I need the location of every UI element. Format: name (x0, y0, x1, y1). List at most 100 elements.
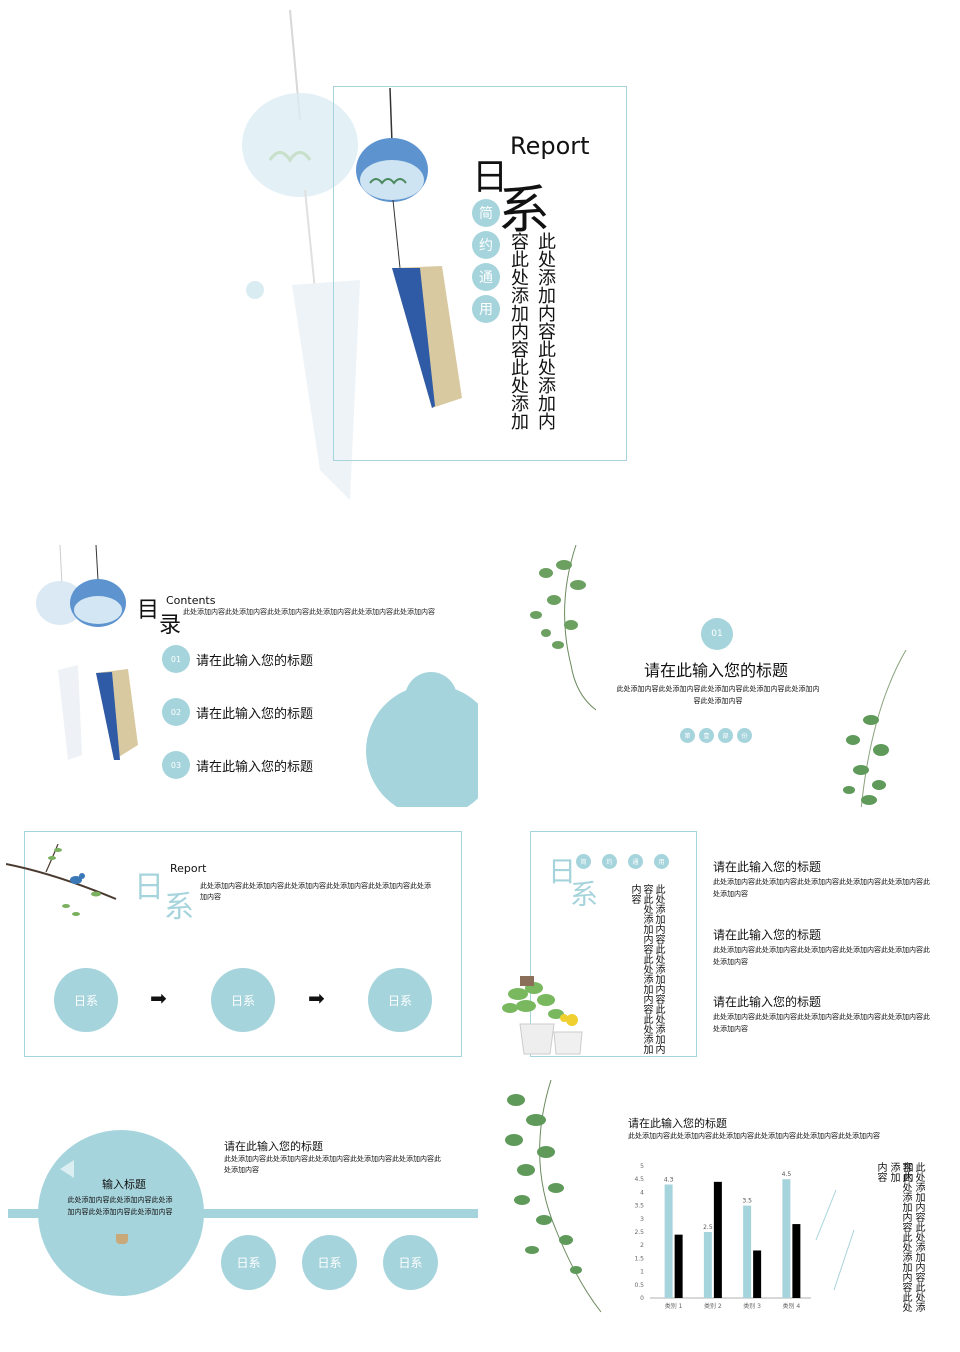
big-circle (38, 1130, 204, 1296)
decorative-circle-large (366, 685, 478, 807)
cover-pill: 约 (472, 231, 500, 259)
slide-title: 请在此输入您的标题 (224, 1140, 323, 1153)
section-tag: 份 (737, 728, 752, 743)
process-title-ri: 日 (134, 870, 164, 905)
y-tick-label: 3.5 (634, 1203, 644, 1210)
wind-chime-illustration-faded (242, 9, 360, 500)
bar (674, 1234, 683, 1298)
horizontal-band (8, 1209, 478, 1218)
arrow-right-icon: ➡ (308, 986, 325, 1010)
ivy-vine-illustration (505, 1080, 602, 1313)
section-tag: 部 (718, 728, 733, 743)
cover-slide: Report 日 系 简 约 通 用 此处添加内容此处添加内 容此处添加内容此处… (200, 0, 760, 510)
toc-title-lu: 录 (159, 613, 182, 638)
data-label: 4.5 (782, 1171, 792, 1178)
arrow-right-icon: ➡ (150, 986, 167, 1010)
y-tick-label: 0.5 (634, 1282, 644, 1289)
toc-contents-label: Contents (166, 594, 216, 607)
triangle-icon (60, 1160, 74, 1178)
process-circle-3: 日系 (368, 968, 432, 1032)
section-tag: 壹 (699, 728, 714, 743)
chart-slide-title: 请在此输入您的标题 (628, 1117, 727, 1130)
y-tick-label: 1 (640, 1269, 644, 1276)
wind-chime-illustration (36, 545, 138, 760)
toc-item-number: 02 (162, 698, 190, 726)
slide-description: 此处添加内容此处添加内容此处添加内容此处添加内容此处添加内容此处添加内容 (224, 1155, 441, 1174)
intro-frame (530, 831, 697, 1057)
toc-item[interactable]: 03 请在此输入您的标题 (162, 751, 313, 779)
toc-item[interactable]: 01 请在此输入您的标题 (162, 645, 313, 673)
cover-text-column: 此处添加内容此处添加内 (535, 232, 556, 430)
big-circle-desc: 此处添加内容此处添加内容此处添加内容此处添加内容此处添加内容 (67, 1196, 173, 1216)
cover-pill-column: 简 约 通 用 (472, 199, 500, 323)
intro-pill: 通 (628, 854, 643, 869)
big-circle-title: 输入标题 (102, 1178, 146, 1191)
intro-item-title: 请在此输入您的标题 (713, 928, 822, 942)
x-tick-label: 类别 1 (665, 1302, 683, 1310)
toc-title-mu: 目 (137, 598, 160, 623)
y-tick-label: 2 (640, 1242, 644, 1249)
x-tick-label: 类别 4 (783, 1302, 801, 1310)
chart-slide-text-column: 此处添加内容此处添加内容此处添加内 (901, 1162, 924, 1312)
intro-item-desc: 此处添加内容此处添加内容此处添加内容此处添加内容此处添加内容此处添加内容 (713, 1013, 930, 1033)
chart-slide-text-column: 容此处添加内容此处添加内容此处添加 (888, 1162, 911, 1312)
chart-slide: 请在此输入您的标题 此处添加内容此处添加内容此处添加内容此处添加内容此处添加内容… (496, 1080, 940, 1320)
wind-chime-illustration (356, 88, 462, 408)
section-description: 此处添加内容此处添加内容此处添加内容此处添加内容此处添加内容此处添加内容 (616, 685, 820, 705)
data-label: 2.5 (703, 1224, 713, 1231)
intro-title-ri: 日 (548, 855, 577, 888)
x-tick-label: 类别 3 (743, 1302, 761, 1310)
cup-icon (116, 1234, 128, 1244)
intro-item: 请在此输入您的标题 此处添加内容此处添加内容此处添加内容此处添加内容此处添加内容… (713, 993, 935, 1035)
section-tag: 第 (680, 728, 695, 743)
intro-item: 请在此输入您的标题 此处添加内容此处添加内容此处添加内容此处添加内容此处添加内容… (713, 926, 935, 968)
process-frame (24, 831, 462, 1057)
intro-item-title: 请在此输入您的标题 (713, 995, 822, 1009)
x-tick-label: 类别 2 (704, 1302, 722, 1310)
bird-on-branch-illustration (6, 844, 117, 916)
process-circle-1: 日系 (54, 968, 118, 1032)
section-number: 01 (701, 618, 733, 650)
process-report-label: Report (170, 862, 207, 875)
bar (713, 1181, 722, 1298)
cover-title-xi: 系 (498, 181, 551, 241)
toc-item-label: 请在此输入您的标题 (196, 759, 314, 775)
bar (664, 1184, 673, 1298)
process-description: 此处添加内容此处添加内容此处添加内容此处添加内容此处添加内容此处添加内容 (200, 882, 431, 901)
chart-slide-description: 此处添加内容此处添加内容此处添加内容此处添加内容此处添加内容此处添加内容 (628, 1132, 880, 1140)
intro-pill: 用 (654, 854, 669, 869)
cover-frame (333, 86, 627, 461)
toc-item[interactable]: 02 请在此输入您的标题 (162, 698, 313, 726)
bar (792, 1224, 801, 1298)
intro-item: 请在此输入您的标题 此处添加内容此处添加内容此处添加内容此处添加内容此处添加内容… (713, 858, 935, 900)
y-tick-label: 4 (640, 1189, 644, 1196)
small-circle-2: 日系 (302, 1235, 357, 1290)
intro-text-column: 容此处添加内容此处添加内容此处添加 (641, 884, 652, 1054)
bar (782, 1179, 791, 1298)
y-tick-label: 3 (640, 1216, 644, 1223)
section-slide: 01 请在此输入您的标题 此处添加内容此处添加内容此处添加内容此处添加内容此处添… (496, 545, 936, 807)
small-circle-3: 日系 (383, 1235, 438, 1290)
small-circle-1: 日系 (221, 1235, 276, 1290)
bar (743, 1205, 752, 1298)
y-tick-label: 1.5 (634, 1255, 644, 1262)
intro-title-xi: 系 (570, 878, 599, 911)
potted-plants-illustration (502, 976, 583, 1055)
intro-pill: 简 (576, 854, 591, 869)
y-tick-label: 4.5 (634, 1176, 644, 1183)
intro-slide: 日 系 简 约 通 用 此处添加内容此处添加内容此处添加内 容此处添加内容此处添… (496, 828, 940, 1060)
bar (703, 1232, 712, 1298)
data-label: 4.3 (664, 1176, 674, 1183)
bar (753, 1250, 762, 1298)
ivy-vine-illustration (530, 545, 596, 711)
ivy-vine-illustration (843, 650, 907, 807)
cover-pill: 用 (472, 295, 500, 323)
cover-report-label: Report (510, 132, 590, 160)
intro-pill-row: 简 约 通 用 (576, 854, 669, 869)
process-circle-2: 日系 (211, 968, 275, 1032)
intro-item-desc: 此处添加内容此处添加内容此处添加内容此处添加内容此处添加内容此处添加内容 (713, 946, 930, 966)
data-label: 3.5 (742, 1198, 752, 1205)
section-title: 请在此输入您的标题 (644, 661, 789, 680)
circle-slide: 输入标题 此处添加内容此处添加内容此处添加内容此处添加内容此处添加内容 请在此输… (8, 1080, 478, 1320)
toc-item-label: 请在此输入您的标题 (196, 653, 314, 669)
